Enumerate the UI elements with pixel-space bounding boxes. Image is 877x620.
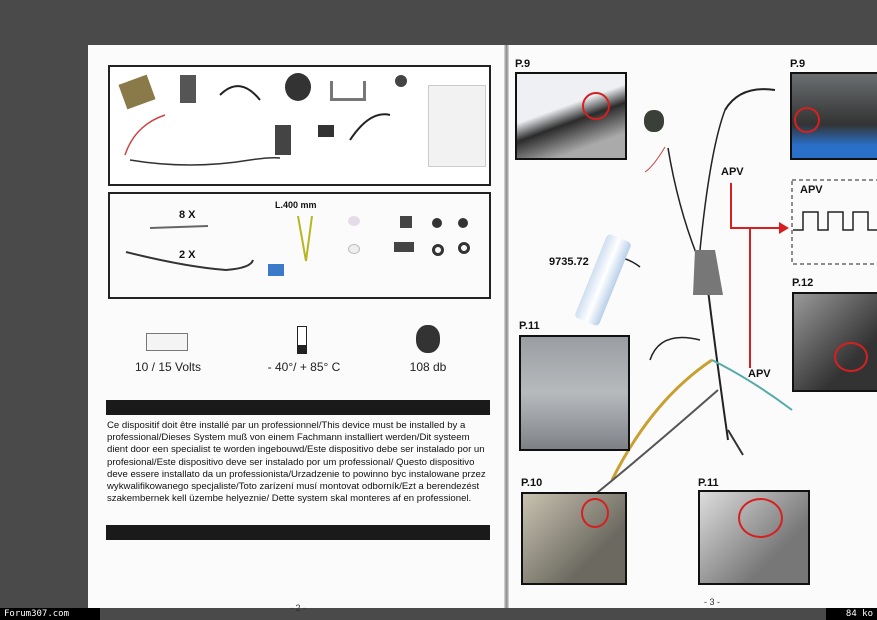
- apv-label-bottom: APV: [748, 368, 771, 380]
- sensor-image: [275, 125, 291, 155]
- mount-bracket-image: [330, 81, 366, 101]
- nut-image: [432, 218, 442, 228]
- photo-wheel-arch: [515, 72, 627, 160]
- relay-image: [318, 125, 334, 137]
- photo-label-p10: P.10: [521, 477, 543, 489]
- siren-image: [285, 73, 311, 101]
- fuse-image: [268, 264, 284, 276]
- sound-level-spec: 108 db: [409, 360, 447, 374]
- photo-dashboard: [519, 335, 630, 451]
- photo-p10: [521, 492, 627, 585]
- notice-footer-bar: [106, 525, 490, 540]
- battery-icon: [146, 333, 188, 351]
- nut-image: [400, 216, 412, 228]
- bolt-image: [394, 242, 414, 252]
- qty-small-ties: 8 X: [179, 209, 196, 221]
- wire-length: L.400 mm: [275, 200, 317, 210]
- siren-icon: [416, 325, 440, 353]
- apv-label-top: APV: [721, 166, 744, 178]
- thermometer-icon: [297, 326, 307, 354]
- grommet-image: [395, 75, 407, 87]
- temperature-spec: - 40°/ + 85° C: [267, 360, 341, 374]
- bracket-image: [180, 75, 196, 103]
- clip-image: [348, 216, 360, 226]
- nut-image: [458, 218, 468, 228]
- page-number-left: - 2 -: [290, 603, 307, 613]
- photo-label-p9-left: P.9: [515, 58, 531, 70]
- voltage-spec: 10 / 15 Volts: [134, 360, 202, 374]
- apv-signal-label: APV: [800, 184, 823, 196]
- photo-p12: [792, 292, 877, 392]
- page-spine: [504, 45, 509, 608]
- hardware-box: 8 X 2 X L.400 mm: [108, 192, 491, 299]
- footer-size-label: 84 ko: [826, 608, 877, 620]
- photo-label-p9-right: P.9: [790, 58, 806, 70]
- washer-image: [432, 244, 444, 256]
- instruction-card-image: [428, 85, 486, 167]
- qty-large-ties: 2 X: [179, 249, 196, 261]
- siren-image: [644, 110, 664, 132]
- photo-label-p12: P.12: [792, 277, 814, 289]
- photo-label-p11: P.11: [698, 477, 719, 489]
- notice-header-bar: [106, 400, 490, 415]
- photo-label-p11-dash: P.11: [519, 320, 540, 332]
- clip-image: [348, 244, 360, 254]
- photo-p11: [698, 490, 810, 585]
- page-number-right: - 3 -: [704, 597, 721, 607]
- grease-reference: 9735.72: [549, 256, 589, 268]
- kit-contents-box: [108, 65, 491, 186]
- installation-notice: Ce dispositif doit être installé par un …: [107, 420, 486, 505]
- photo-engine-bay: [790, 72, 877, 160]
- washer-image: [458, 242, 470, 254]
- footer-site-label: Forum307.com: [0, 608, 100, 620]
